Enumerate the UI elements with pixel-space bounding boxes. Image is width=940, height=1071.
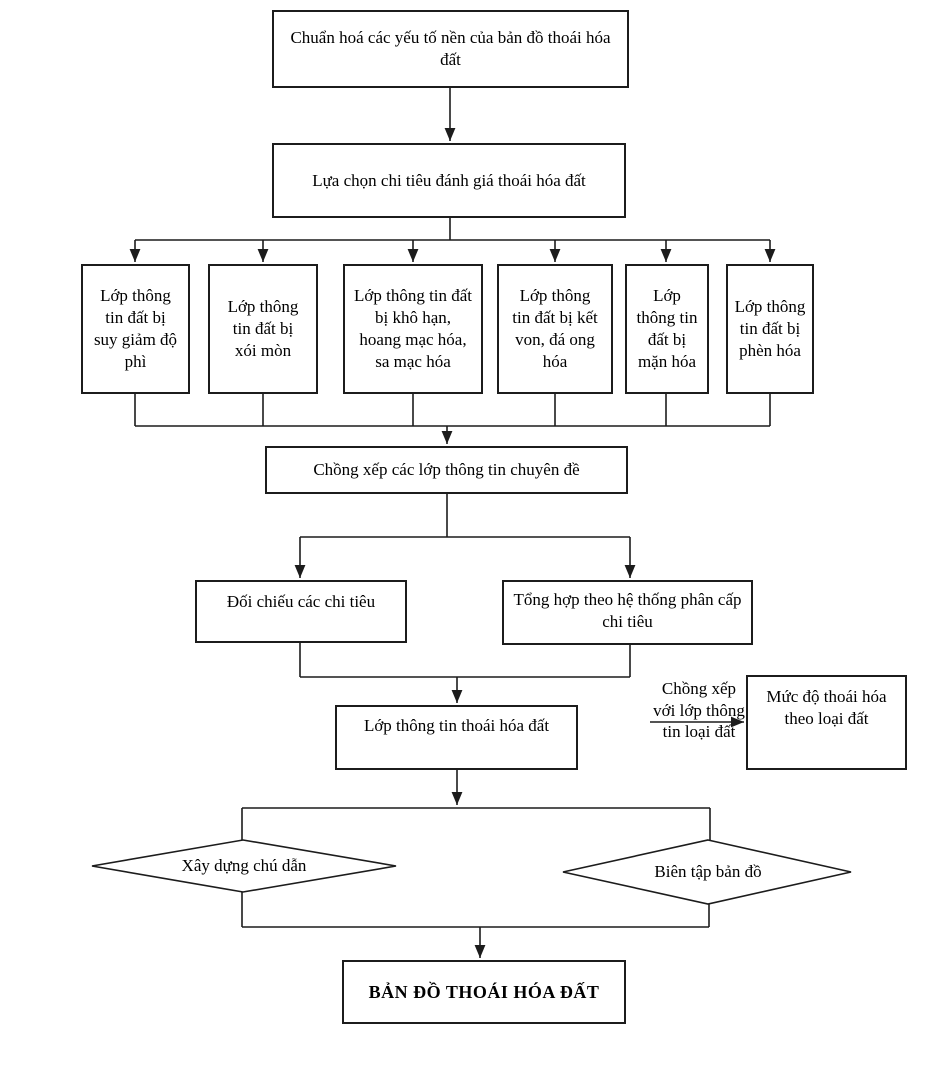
build-legend-diamond-label: Xây dựng chú dẫn <box>181 856 307 875</box>
edit-map-diamond-label: Biên tập bản đồ <box>654 862 762 881</box>
node-compare-criteria: Đối chiếu các chi tiêu <box>195 580 407 643</box>
edit-map-diamond-shape <box>562 839 852 905</box>
layer-box-erosion: Lớp thông tin đất bị xói mòn <box>208 264 318 394</box>
node-level-by-soil-type: Mức độ thoái hóa theo loại đất <box>746 675 907 770</box>
node-aggregate-hierarchy: Tổng hợp theo hệ thống phân cấp chi tiêu <box>502 580 753 645</box>
overlay-soil-type-note: Chồng xếp với lớp thông tin loại đất <box>653 679 745 741</box>
build-legend-diamond-shape <box>91 839 397 893</box>
layer-box-acidification: Lớp thông tin đất bị phèn hóa <box>726 264 814 394</box>
flow-arrows <box>129 88 776 958</box>
node-select-criteria: Lựa chọn chi tiêu đánh giá thoái hóa đất <box>272 143 626 218</box>
layer-box-fertility-decline: Lớp thông tin đất bị suy giảm độ phì <box>81 264 190 394</box>
node-degradation-layer: Lớp thông tin thoái hóa đất <box>335 705 578 770</box>
node-overlay-thematic-layers: Chồng xếp các lớp thông tin chuyên đề <box>265 446 628 494</box>
layer-box-laterization: Lớp thông tin đất bị kết von, đá ong hóa <box>497 264 613 394</box>
node-normalize-base-elements: Chuẩn hoá các yếu tố nền của bản đồ thoá… <box>272 10 629 88</box>
node-final-degradation-map: BẢN ĐỒ THOÁI HÓA ĐẤT <box>342 960 626 1024</box>
layer-box-drought-desertification: Lớp thông tin đất bị khô hạn, hoang mạc … <box>343 264 483 394</box>
layer-box-salinization: Lớp thông tin đất bị mặn hóa <box>625 264 709 394</box>
